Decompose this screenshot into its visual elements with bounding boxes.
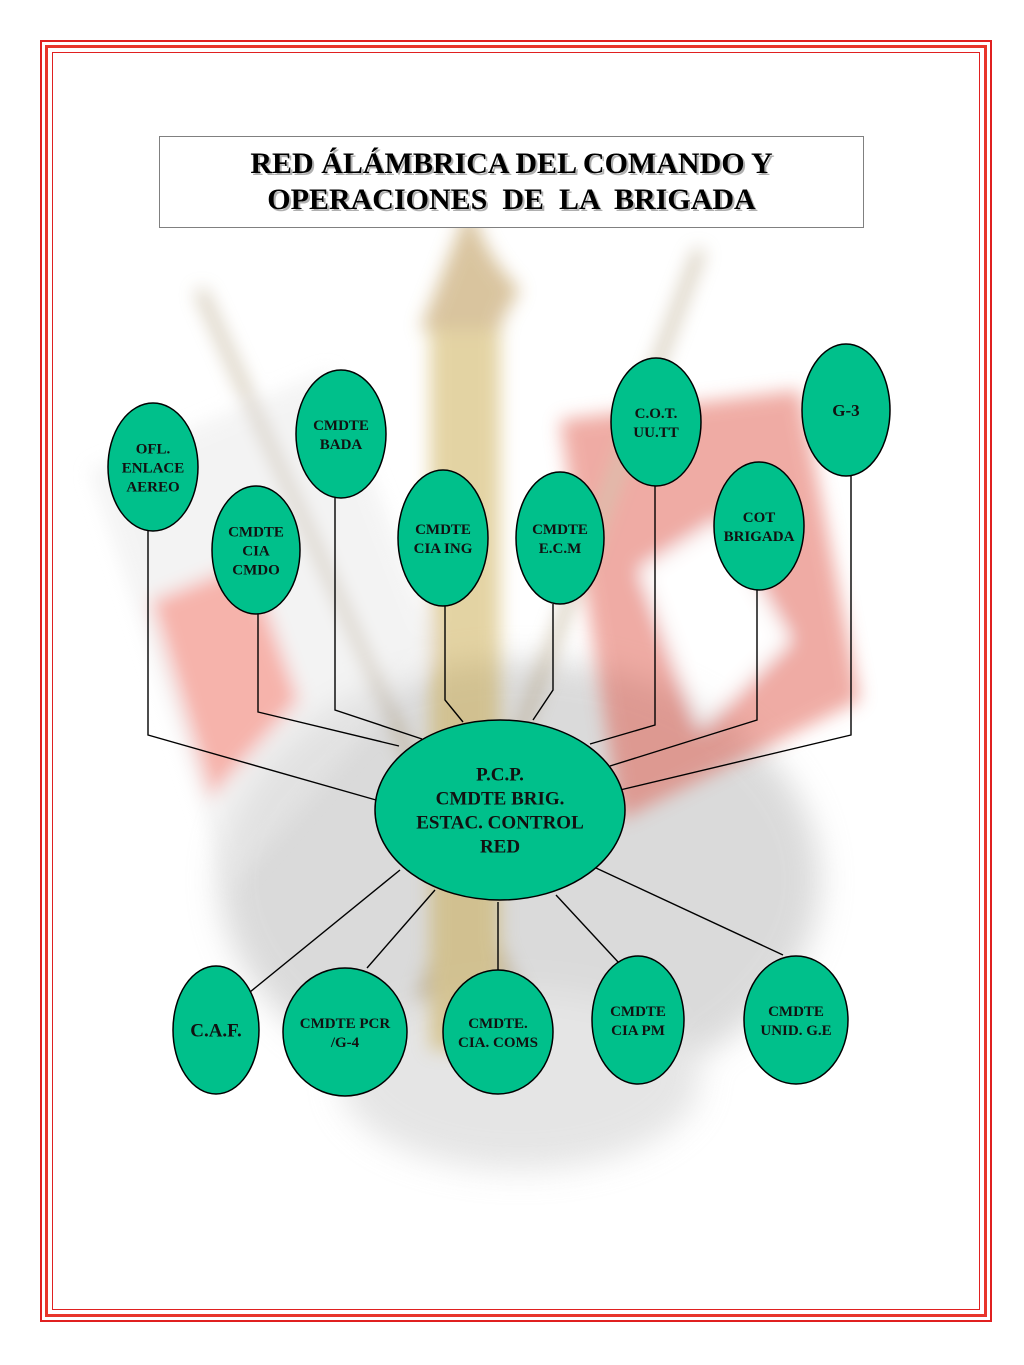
node-ofl-enlace-aereo: OFL. ENLACE AEREO bbox=[107, 402, 199, 532]
page-border-inner bbox=[52, 52, 980, 1310]
edge-cmdte-cia-cmdo bbox=[257, 614, 400, 747]
node-shape-center bbox=[374, 719, 626, 901]
page-border-outer bbox=[40, 40, 992, 1322]
node-shape-cot-uutt bbox=[610, 357, 702, 487]
title-box: RED ÁLÁMBRICA DEL COMANDO Y OPERACIONES … bbox=[159, 136, 864, 228]
node-label-cot-uutt: UU.TT bbox=[633, 425, 678, 441]
node-shape-cmdte-cia-coms bbox=[442, 969, 554, 1095]
node-label-center: P.C.P. bbox=[476, 765, 524, 786]
edge-cmdte-ecm bbox=[532, 604, 554, 721]
node-shape-cot-brigada bbox=[713, 461, 805, 591]
node-label-cmdte-unid-ge: UNID. G.E bbox=[760, 1023, 831, 1039]
edge-cmdte-unid-ge bbox=[595, 867, 784, 956]
page-border-middle bbox=[45, 45, 987, 1317]
node-shape-cmdte-pcr-g4 bbox=[282, 967, 408, 1097]
node-shape-cmdte-cia-ing bbox=[397, 469, 489, 607]
node-label-cmdte-unid-ge: CMDTE bbox=[768, 1004, 824, 1020]
node-cmdte-ecm: CMDTE E.C.M bbox=[515, 471, 605, 605]
title-line-1: RED ÁLÁMBRICA DEL COMANDO Y bbox=[250, 147, 773, 180]
node-label-cmdte-cia-pm: CIA PM bbox=[611, 1023, 665, 1039]
node-label-cmdte-cia-ing: CIA ING bbox=[414, 541, 473, 557]
node-g-3: G-3 bbox=[801, 343, 891, 477]
edge-cmdte-cia-pm bbox=[555, 894, 620, 964]
node-label-cmdte-cia-coms: CIA. COMS bbox=[458, 1035, 538, 1051]
node-label-cmdte-cia-coms: CMDTE. bbox=[468, 1016, 528, 1032]
node-label-ofl-enlace-aereo: ENLACE bbox=[122, 460, 185, 476]
title-line-2: OPERACIONES DE LA BRIGADA bbox=[267, 183, 756, 216]
node-center: P.C.P. CMDTE BRIG. ESTAC. CONTROL RED bbox=[374, 719, 626, 901]
node-cmdte-unid-ge: CMDTE UNID. G.E bbox=[743, 955, 849, 1085]
node-cmdte-bada: CMDTE BADA bbox=[295, 369, 387, 499]
node-shape-ofl-enlace-aereo bbox=[107, 402, 199, 532]
edge-caf bbox=[249, 869, 401, 993]
edge-cot-uutt bbox=[589, 486, 656, 745]
edge-cmdte-pcr-g4 bbox=[366, 889, 436, 969]
node-shape-cmdte-bada bbox=[295, 369, 387, 499]
node-caf: C.A.F. bbox=[172, 965, 260, 1095]
node-cmdte-cia-ing: CMDTE CIA ING bbox=[397, 469, 489, 607]
node-label-center: CMDTE BRIG. bbox=[436, 789, 565, 810]
node-label-cmdte-bada: BADA bbox=[320, 437, 363, 453]
node-label-center: ESTAC. CONTROL bbox=[416, 813, 584, 834]
node-shape-caf bbox=[172, 965, 260, 1095]
node-cot-uutt: C.O.T. UU.TT bbox=[610, 357, 702, 487]
edge-cmdte-cia-ing bbox=[444, 606, 464, 723]
node-label-cmdte-cia-cmdo: CMDO bbox=[232, 562, 280, 578]
node-shape-cmdte-cia-cmdo bbox=[211, 485, 301, 615]
edge-ofl-enlace-aereo bbox=[147, 531, 377, 801]
node-label-g-3: G-3 bbox=[832, 401, 859, 420]
node-cmdte-cia-pm: CMDTE CIA PM bbox=[591, 955, 685, 1085]
node-shape-cmdte-cia-pm bbox=[591, 955, 685, 1085]
node-label-cmdte-cia-cmdo: CIA bbox=[242, 543, 270, 559]
diagram-nodes: P.C.P. CMDTE BRIG. ESTAC. CONTROL RED OFL. EN… bbox=[107, 343, 891, 1097]
node-label-cmdte-cia-ing: CMDTE bbox=[415, 522, 471, 538]
node-shape-cmdte-ecm bbox=[515, 471, 605, 605]
node-label-caf: C.A.F. bbox=[190, 1021, 242, 1042]
node-label-cmdte-cia-cmdo: CMDTE bbox=[228, 524, 284, 540]
node-label-cmdte-pcr-g4: /G-4 bbox=[330, 1035, 360, 1051]
node-cot-brigada: COT BRIGADA bbox=[713, 461, 805, 591]
node-cmdte-pcr-g4: CMDTE PCR/G-4 bbox=[282, 967, 408, 1097]
node-label-cmdte-pcr-g4: CMDTE PCR bbox=[300, 1016, 391, 1032]
node-shape-cmdte-unid-ge bbox=[743, 955, 849, 1085]
edge-cmdte-bada bbox=[334, 498, 423, 740]
node-cmdte-cia-coms: CMDTE. CIA. COMS bbox=[442, 969, 554, 1095]
node-label-cot-uutt: C.O.T. bbox=[635, 406, 678, 422]
node-label-cot-brigada: BRIGADA bbox=[724, 529, 795, 545]
node-label-cmdte-ecm: CMDTE bbox=[532, 522, 588, 538]
node-label-ofl-enlace-aereo: OFL. bbox=[136, 441, 171, 457]
node-label-cmdte-ecm: E.C.M bbox=[539, 541, 582, 557]
node-label-center: RED bbox=[480, 837, 520, 858]
node-label-cmdte-bada: CMDTE bbox=[313, 418, 369, 434]
connection-lines bbox=[147, 476, 852, 993]
edge-g-3 bbox=[619, 476, 852, 791]
node-label-ofl-enlace-aereo: AEREO bbox=[126, 479, 179, 495]
node-label-cmdte-cia-pm: CMDTE bbox=[610, 1004, 666, 1020]
node-cmdte-cia-cmdo: CMDTE CIA CMDO bbox=[211, 485, 301, 615]
node-label-cot-brigada: COT bbox=[743, 510, 776, 526]
node-shape-g-3 bbox=[801, 343, 891, 477]
edge-cot-brigada bbox=[609, 590, 758, 767]
